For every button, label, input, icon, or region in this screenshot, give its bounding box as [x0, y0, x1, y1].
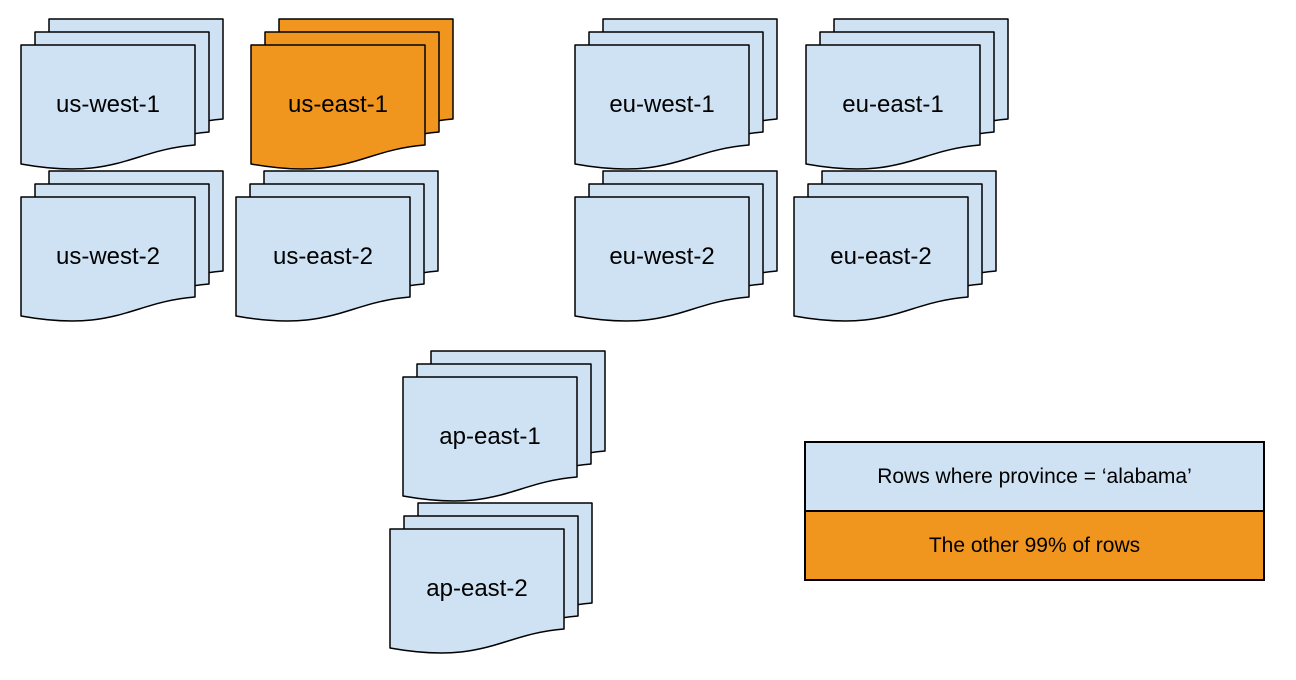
region-stack-eu-west-1: eu-west-1 — [574, 18, 778, 171]
document-stack-icon — [574, 170, 778, 322]
region-stack-ap-east-1: ap-east-1 — [402, 350, 606, 503]
legend-item-label: Rows where province = ‘alabama’ — [877, 464, 1192, 488]
legend-item-other-rows: The other 99% of rows — [806, 512, 1263, 579]
region-stack-ap-east-2: ap-east-2 — [389, 502, 593, 655]
region-stack-us-east-2: us-east-2 — [235, 170, 439, 323]
document-stack-icon — [250, 18, 454, 170]
region-stack-eu-east-1: eu-east-1 — [805, 18, 1009, 171]
region-stack-us-west-1: us-west-1 — [20, 18, 224, 171]
document-stack-icon — [574, 18, 778, 170]
document-stack-icon — [805, 18, 1009, 170]
document-stack-icon — [235, 170, 439, 322]
region-stack-eu-east-2: eu-east-2 — [793, 170, 997, 323]
region-stack-eu-west-2: eu-west-2 — [574, 170, 778, 323]
region-stack-us-west-2: us-west-2 — [20, 170, 224, 323]
document-stack-icon — [20, 170, 224, 322]
document-stack-icon — [402, 350, 606, 502]
document-stack-icon — [20, 18, 224, 170]
document-stack-icon — [793, 170, 997, 322]
document-stack-icon — [389, 502, 593, 654]
legend-item-label: The other 99% of rows — [928, 533, 1141, 557]
legend: Rows where province = ‘alabama’ The othe… — [804, 441, 1265, 581]
legend-item-alabama-rows: Rows where province = ‘alabama’ — [806, 443, 1263, 512]
region-stack-us-east-1: us-east-1 — [250, 18, 454, 171]
